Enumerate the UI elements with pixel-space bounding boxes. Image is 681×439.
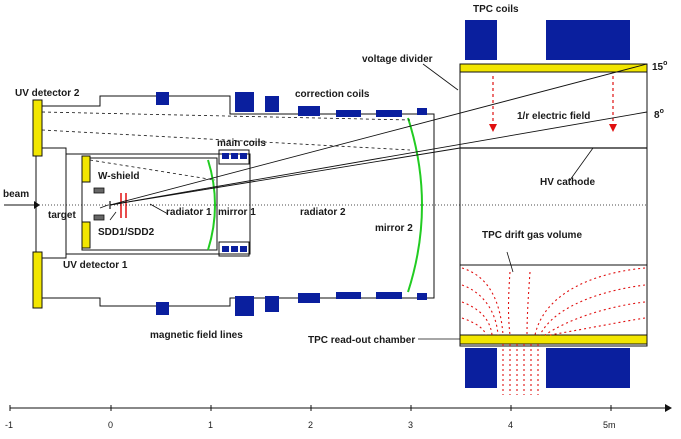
leader-lines bbox=[99, 63, 594, 340]
uv-detector-1-upper bbox=[81, 155, 91, 183]
label-electric-field: 1/r electric field bbox=[517, 111, 590, 122]
drift-field-lines bbox=[461, 267, 646, 395]
tick-label-2: 2 bbox=[308, 420, 313, 430]
mirror-1 bbox=[207, 159, 216, 251]
label-tpc-coils: TPC coils bbox=[473, 4, 519, 15]
label-mirror-1: mirror 1 bbox=[218, 207, 256, 218]
tick-label-4: 4 bbox=[508, 420, 513, 430]
label-sdd: SDD1/SDD2 bbox=[98, 227, 155, 238]
correction-coils-bottom bbox=[156, 292, 427, 316]
tpc-coil-bottom-left bbox=[465, 348, 497, 388]
label-angle-15: 15o bbox=[652, 60, 667, 73]
beam-arrow-head bbox=[34, 201, 40, 209]
tick-label-0: 0 bbox=[108, 420, 113, 430]
target-box bbox=[81, 157, 218, 251]
tick-label-5m: 5m bbox=[603, 420, 616, 430]
label-angle-8: 8o bbox=[654, 108, 664, 121]
label-w-shield: W-shield bbox=[98, 171, 139, 182]
label-uv-detector-1: UV detector 1 bbox=[63, 260, 128, 271]
label-voltage-divider: voltage divider bbox=[362, 54, 433, 65]
tick-label-neg1: -1 bbox=[5, 420, 13, 430]
inner-chamber bbox=[35, 147, 67, 259]
voltage-divider-bar bbox=[459, 63, 648, 73]
tick-label-3: 3 bbox=[408, 420, 413, 430]
tpc-readout-bar bbox=[459, 334, 648, 345]
cherenkov-rays bbox=[109, 63, 648, 206]
field-arrow-head-right bbox=[609, 124, 617, 132]
uv-detector-2-upper bbox=[32, 99, 43, 157]
tpc-coil-top-right bbox=[546, 20, 630, 60]
label-radiator-1: radiator 1 bbox=[166, 207, 212, 218]
mirror-2 bbox=[407, 117, 423, 293]
tpc-coil-top-left bbox=[465, 20, 497, 60]
label-target: target bbox=[48, 210, 76, 221]
uv-detector-2-lower bbox=[32, 251, 43, 309]
field-arrow-head-left bbox=[489, 124, 497, 132]
correction-coils-top bbox=[156, 92, 427, 117]
label-magnetic-field-lines: magnetic field lines bbox=[150, 330, 243, 341]
label-correction-coils: correction coils bbox=[295, 89, 370, 100]
label-radiator-2: radiator 2 bbox=[300, 207, 346, 218]
uv-detector-1-lower bbox=[81, 221, 91, 249]
outer-body-top bbox=[36, 95, 435, 307]
label-tpc-readout: TPC read-out chamber bbox=[308, 335, 415, 346]
label-tpc-drift: TPC drift gas volume bbox=[482, 230, 582, 241]
x-axis-ticks bbox=[9, 405, 612, 411]
label-uv-detector-2: UV detector 2 bbox=[15, 88, 80, 99]
dashed-reflections bbox=[41, 111, 411, 181]
label-mirror-2: mirror 2 bbox=[375, 223, 413, 234]
label-hv-cathode: HV cathode bbox=[540, 177, 595, 188]
main-coils bbox=[218, 149, 250, 257]
tpc-coil-bottom-right bbox=[546, 348, 630, 388]
w-shield-lower bbox=[93, 214, 105, 221]
electric-field-arrows bbox=[492, 76, 614, 124]
x-axis-arrow bbox=[665, 404, 672, 412]
inner-vessel bbox=[65, 153, 251, 255]
tick-label-1: 1 bbox=[208, 420, 213, 430]
label-beam: beam bbox=[3, 189, 29, 200]
w-shield-upper bbox=[93, 187, 105, 194]
label-main-coils: main coils bbox=[217, 138, 266, 149]
